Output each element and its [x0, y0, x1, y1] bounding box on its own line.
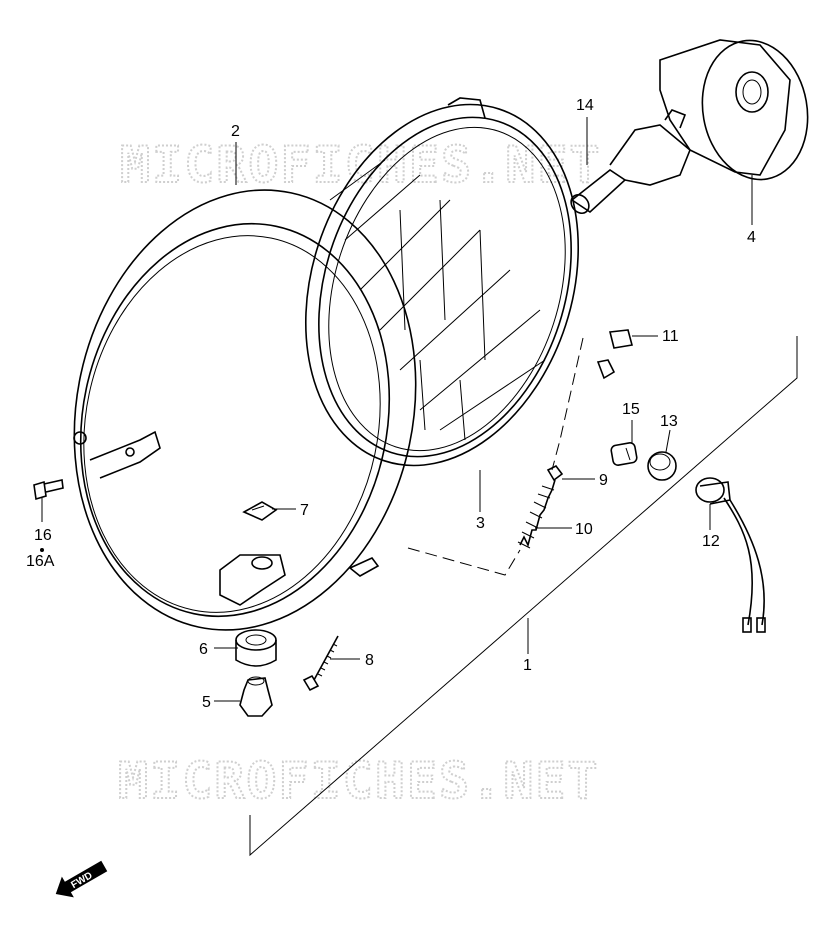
leader-lines: [41, 117, 753, 702]
fwd-label: FWD: [69, 870, 94, 891]
position-bulb-15: [610, 442, 638, 466]
callout-16: 16: [34, 527, 52, 544]
callout-9: 9: [599, 472, 608, 489]
callout-labels: 2 3 4 14 11 15 13 12 9 10 7 8 6 5 1 16 1…: [26, 97, 756, 711]
callout-1: 1: [523, 657, 532, 674]
callout-10: 10: [575, 521, 593, 538]
rubber-mount-5: [239, 676, 273, 717]
callout-12: 12: [702, 533, 720, 550]
grommet-6: [235, 629, 277, 667]
headlamp-housing: [73, 189, 417, 631]
screw-8: [302, 635, 339, 692]
socket-wire-12: [695, 477, 766, 633]
nut-9: [546, 464, 564, 482]
callout-16a: 16A: [26, 553, 55, 570]
fwd-arrow: FWD: [55, 860, 108, 898]
spring-10: [517, 479, 556, 549]
callout-separator-dot: [40, 548, 44, 552]
headlamp-unit: [304, 97, 616, 467]
callout-7: 7: [300, 502, 309, 519]
callout-3: 3: [476, 515, 485, 532]
connection-lines: [407, 337, 584, 576]
headlamp-bulb: [570, 109, 691, 215]
callout-8: 8: [365, 652, 374, 669]
watermark-top: MICROFICHES.NET: [120, 136, 602, 194]
callout-4: 4: [747, 229, 756, 246]
callout-6: 6: [199, 641, 208, 658]
callout-5: 5: [202, 694, 211, 711]
clip-11: [609, 329, 633, 349]
callout-14: 14: [576, 97, 594, 114]
clip-7: [242, 501, 278, 521]
callout-13: 13: [660, 413, 678, 430]
callout-11: 11: [662, 328, 679, 345]
callout-15: 15: [622, 401, 640, 418]
callout-2: 2: [231, 123, 240, 140]
assembly-bracket-line: [249, 336, 798, 857]
lamp-cover: [659, 39, 809, 181]
bolt-16: [33, 479, 64, 501]
socket-13: [647, 451, 677, 481]
